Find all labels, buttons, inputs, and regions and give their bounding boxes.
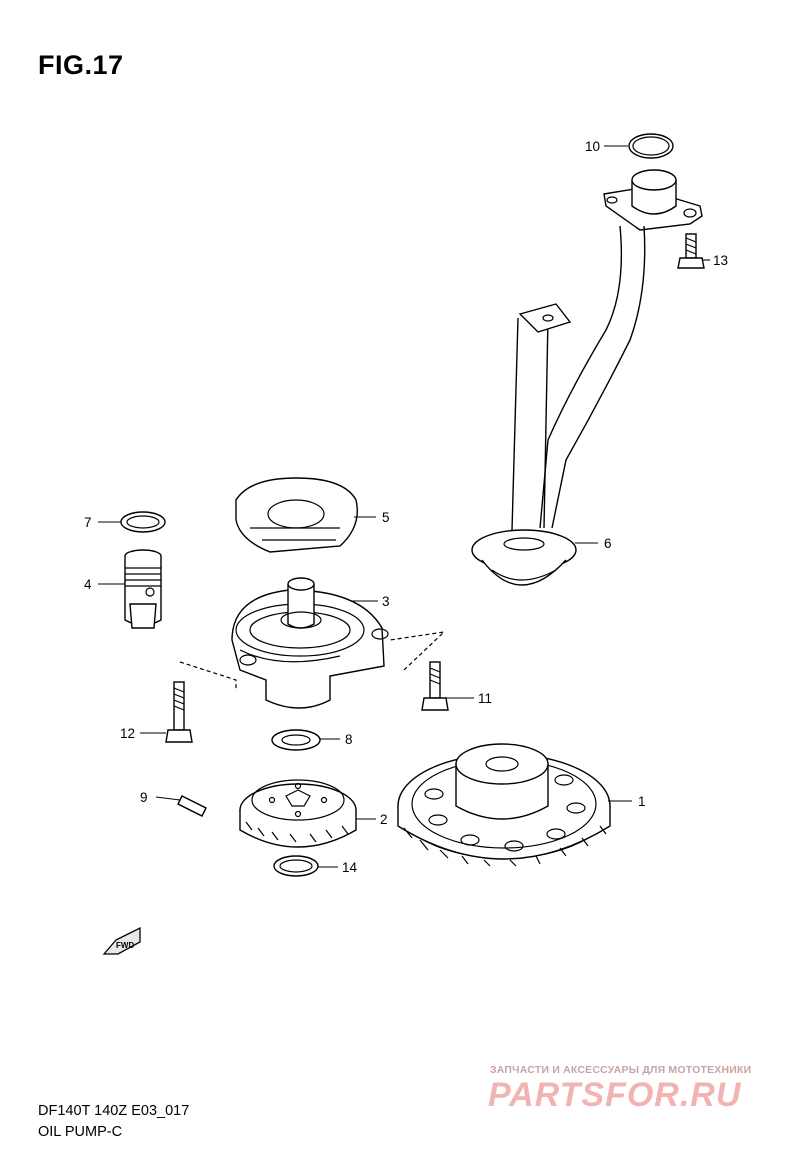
callout-10: 10 xyxy=(585,139,600,154)
callout-11: 11 xyxy=(478,691,492,706)
part-4-relief-valve xyxy=(124,549,162,629)
fwd-arrow: FWD xyxy=(102,926,141,955)
watermark-subtitle: ЗАПЧАСТИ И АКСЕССУАРЫ ДЛЯ МОТОТЕХНИКИ xyxy=(490,1064,752,1076)
part-7-o-ring xyxy=(120,511,166,533)
figure-name: OIL PUMP-C xyxy=(38,1124,123,1140)
watermark-logo: PARTSFOR.RU xyxy=(488,1076,742,1114)
callout-14: 14 xyxy=(342,860,358,875)
part-8-washer xyxy=(271,729,321,751)
part-5-gasket xyxy=(235,477,358,553)
part-13-bolt xyxy=(677,233,705,269)
callout-7: 7 xyxy=(84,515,92,530)
callout-5: 5 xyxy=(382,510,390,525)
callout-numbers: 10 13 5 6 7 4 3 11 12 8 9 2 1 14 xyxy=(84,139,728,875)
callout-6: 6 xyxy=(604,536,612,551)
callout-2: 2 xyxy=(380,812,388,827)
callout-8: 8 xyxy=(345,732,353,747)
figure-code: DF140T 140Z E03_017 xyxy=(38,1103,190,1119)
callout-9: 9 xyxy=(140,790,148,805)
part-3-oil-pump-case xyxy=(179,577,446,709)
callout-4: 4 xyxy=(84,577,92,592)
part-1-gear xyxy=(397,743,611,867)
callout-13: 13 xyxy=(713,253,728,268)
fwd-label: FWD xyxy=(116,941,134,950)
leader-lines xyxy=(98,145,710,868)
part-6-oil-strainer xyxy=(471,169,703,586)
callout-3: 3 xyxy=(382,594,390,609)
part-12-bolt xyxy=(165,681,193,743)
part-11-bolt xyxy=(421,661,449,711)
part-9-pin xyxy=(177,795,207,817)
part-10-o-ring xyxy=(628,133,674,159)
part-2-rotor xyxy=(239,779,357,848)
part-14-circlip xyxy=(273,855,319,877)
callout-12: 12 xyxy=(120,726,135,741)
figure-title: FIG.17 xyxy=(38,50,124,80)
callout-1: 1 xyxy=(638,794,646,809)
